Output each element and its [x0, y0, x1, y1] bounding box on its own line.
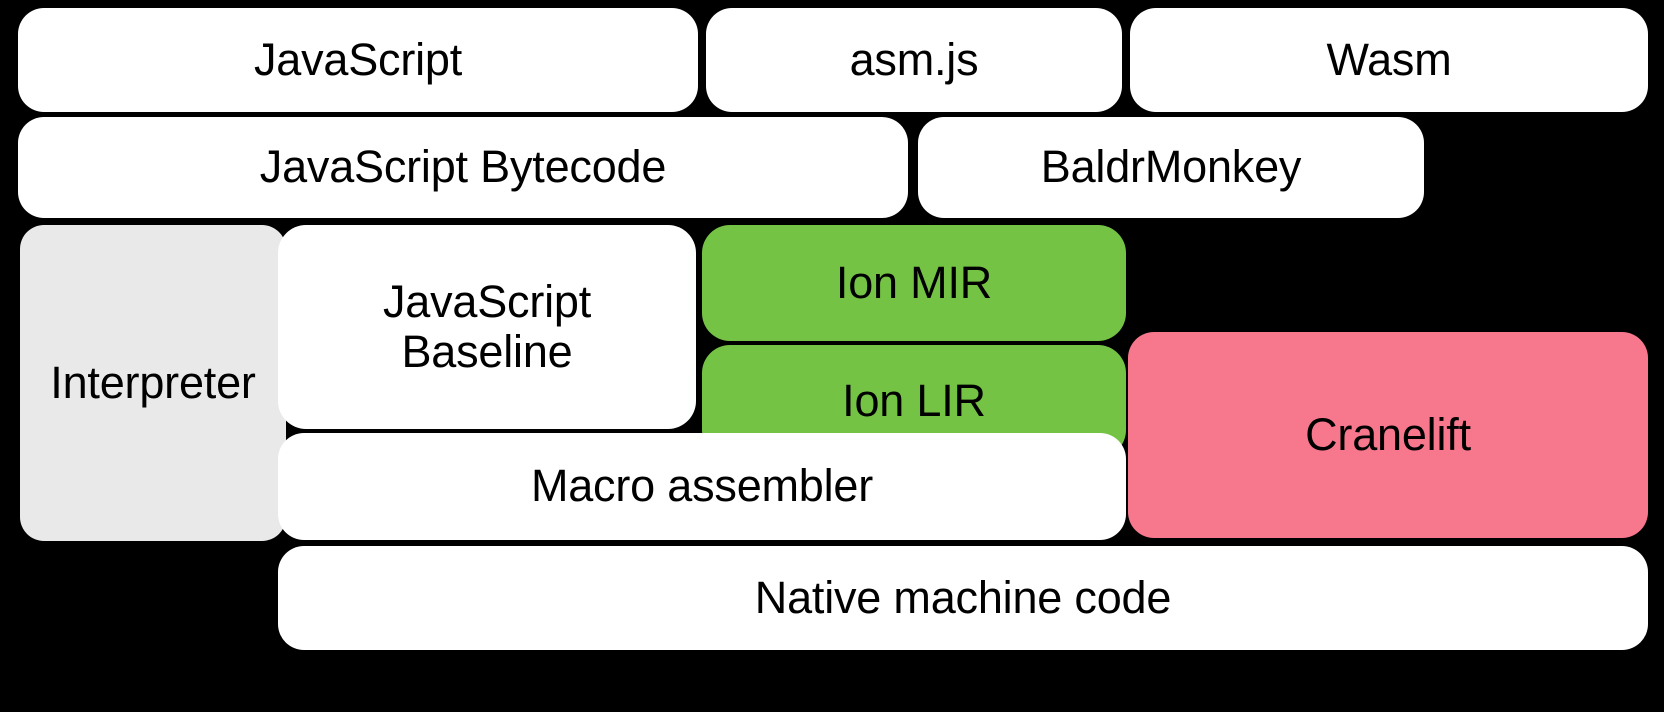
node-macro-assembler: Macro assembler — [278, 433, 1126, 540]
node-asm-js: asm.js — [706, 8, 1122, 112]
node-baldrmonkey: BaldrMonkey — [918, 117, 1424, 218]
node-native-machine-code: Native machine code — [278, 546, 1648, 650]
node-javascript-baseline: JavaScript Baseline — [278, 225, 696, 429]
node-wasm: Wasm — [1130, 8, 1648, 112]
node-javascript-bytecode: JavaScript Bytecode — [18, 117, 908, 218]
node-ion-mir: Ion MIR — [702, 225, 1126, 341]
node-interpreter: Interpreter — [20, 225, 286, 541]
node-cranelift: Cranelift — [1128, 332, 1648, 538]
node-javascript: JavaScript — [18, 8, 698, 112]
